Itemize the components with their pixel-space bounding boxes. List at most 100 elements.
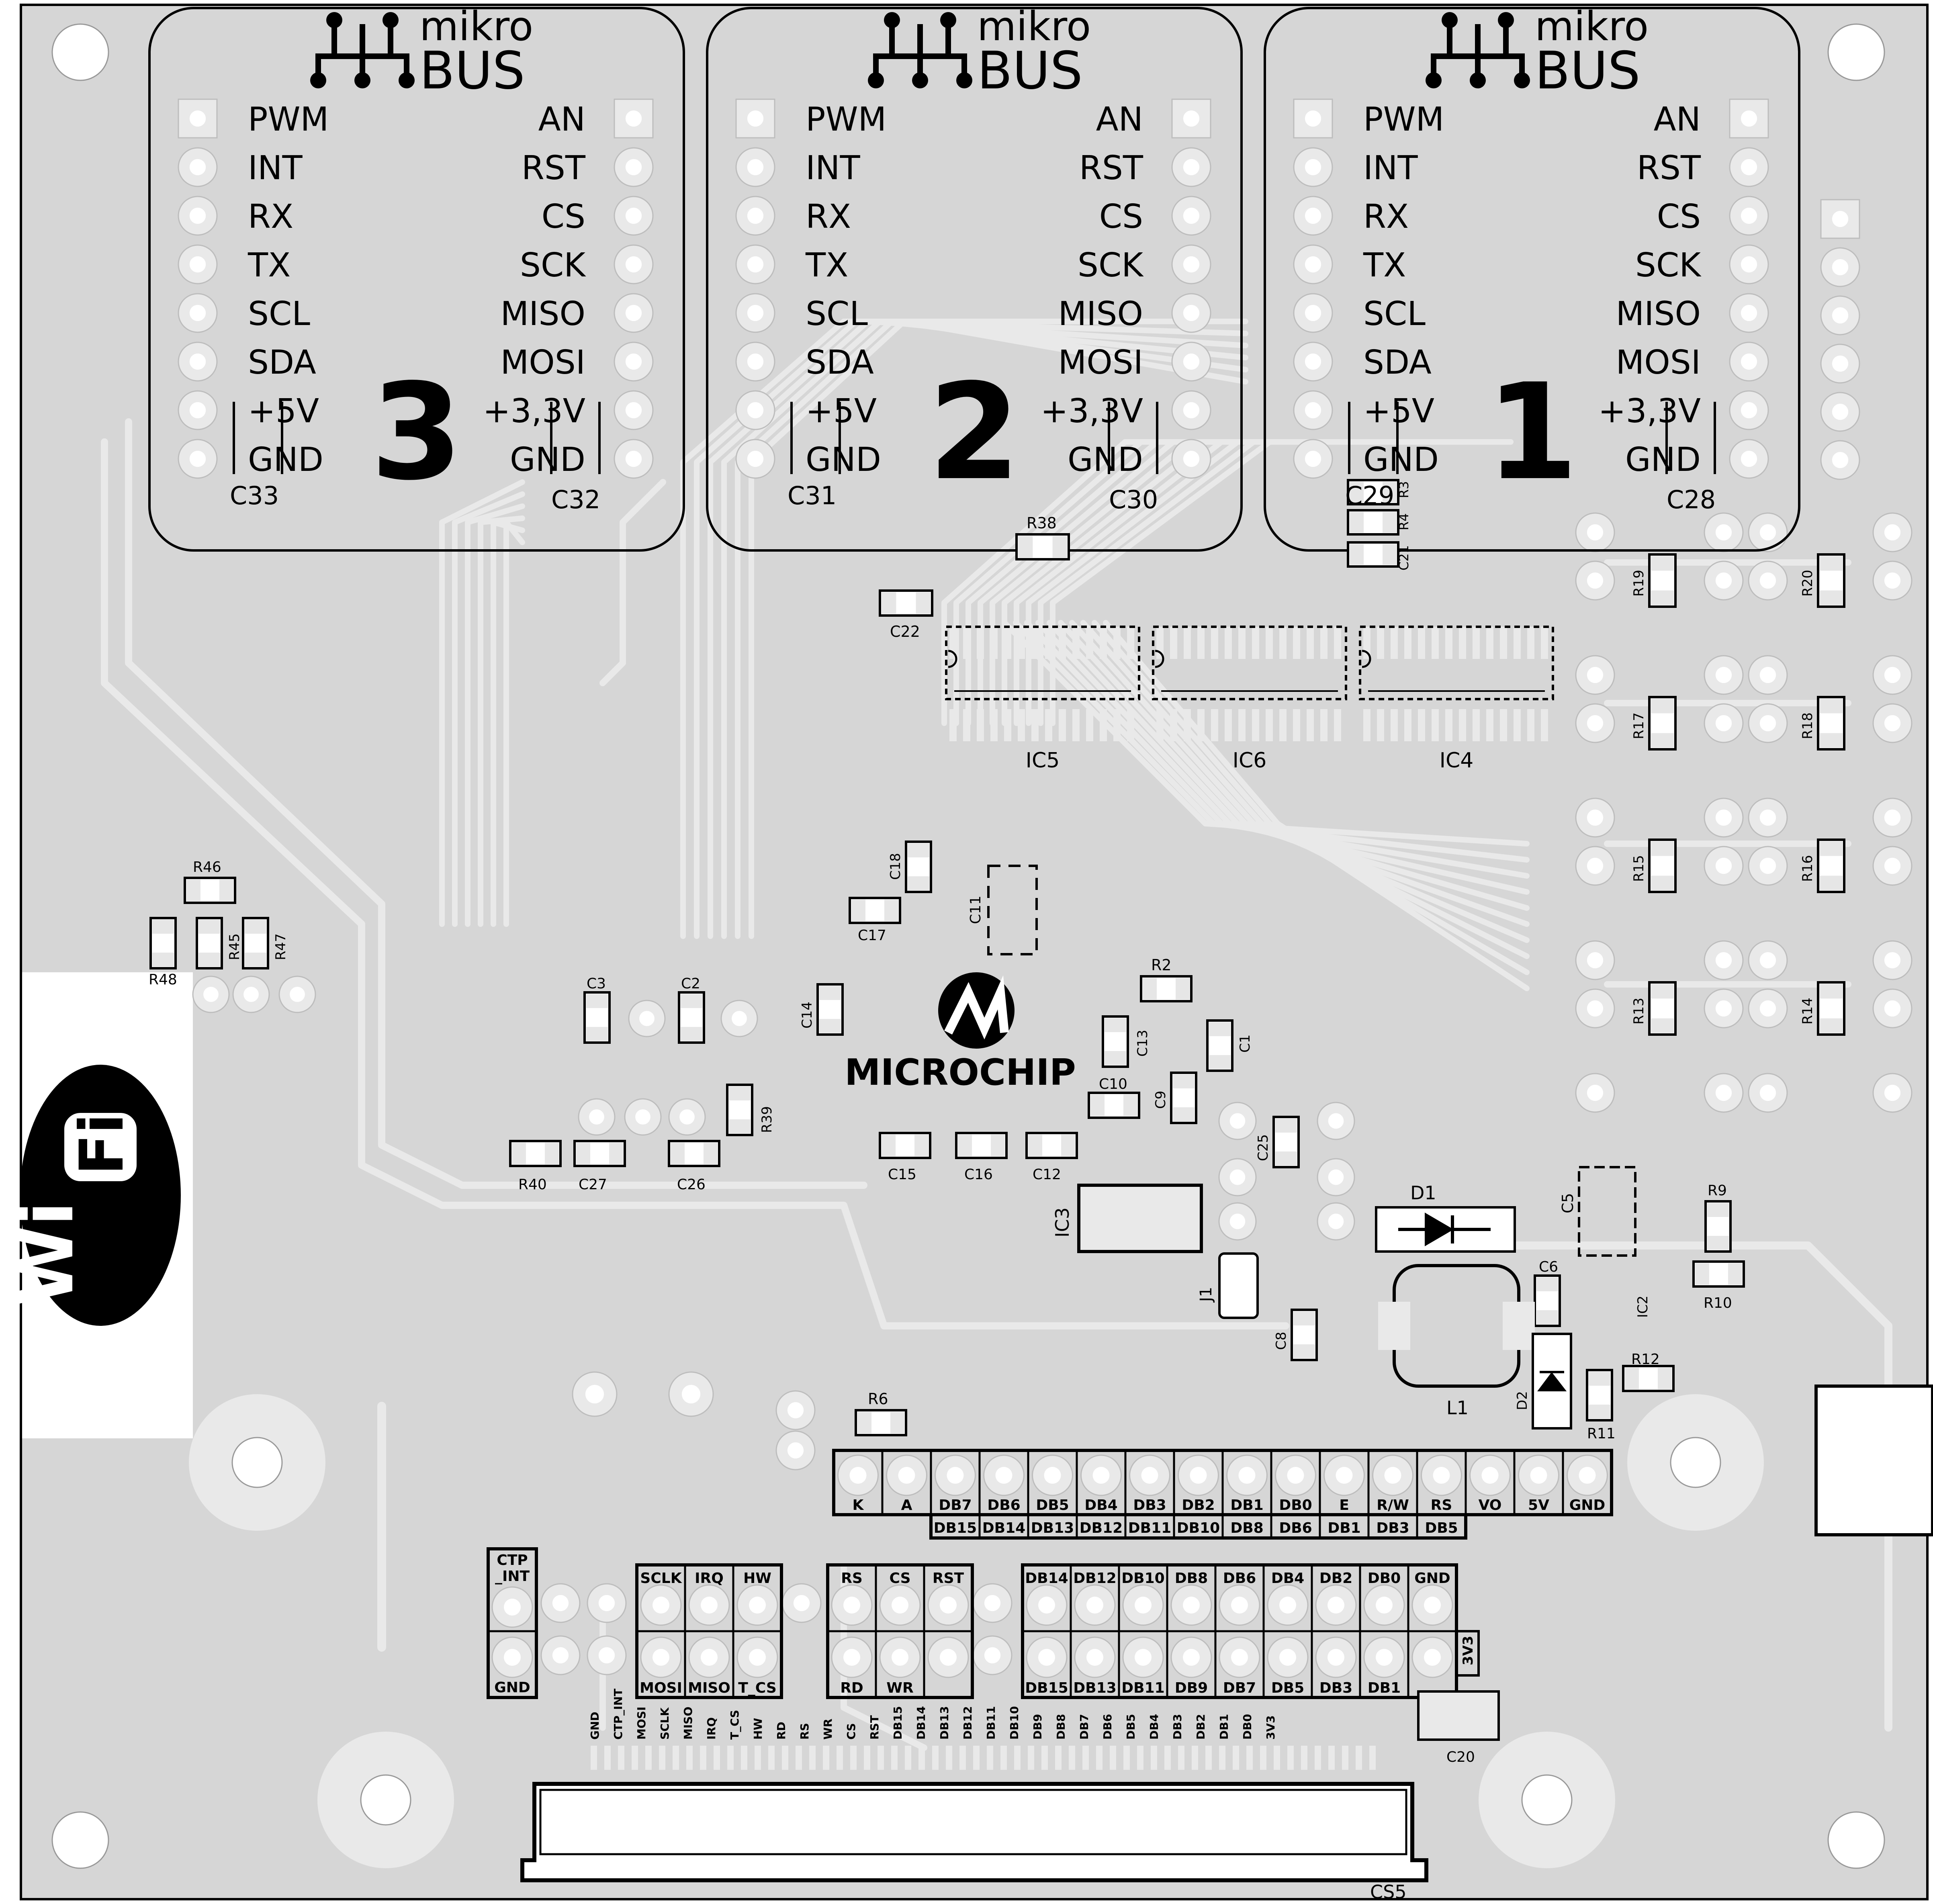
tft-data-block-label: DB6 — [1223, 1570, 1256, 1587]
ic-pin — [1018, 627, 1025, 659]
pad-hole — [701, 1597, 718, 1614]
ic-pin — [1211, 627, 1218, 659]
designator-c20: C20 — [1446, 1749, 1475, 1765]
mikrobus-pin-label: +3,3V — [1041, 392, 1143, 430]
fpc-pin — [864, 1746, 870, 1770]
designator-r48: R48 — [149, 971, 177, 988]
ic-pin — [1225, 627, 1232, 659]
mikrobus-pin-label: PWM — [248, 100, 329, 139]
fpc-pin — [1164, 1746, 1171, 1770]
smd-pad — [1173, 1074, 1195, 1088]
lcd-alt-label: DB12 — [1080, 1520, 1123, 1536]
mikrobus-pin-label: GND — [806, 441, 881, 479]
mikrobus-pin-label: GND — [1363, 441, 1439, 479]
corner-hole — [51, 1811, 109, 1869]
designator-r20: R20 — [1800, 570, 1816, 597]
mikrobus-pin-label: CS — [1657, 198, 1701, 236]
mikrobus-tree-icon — [1514, 72, 1530, 88]
mikrobus-pin-label: +5V — [806, 392, 877, 430]
pad-hole — [243, 987, 259, 1002]
tft-data-block-label: DB3 — [1319, 1680, 1352, 1696]
smd-pad — [681, 1027, 702, 1041]
mikrobus-pin-label: AN — [1654, 100, 1701, 139]
smd-pad — [1350, 482, 1364, 503]
mikrobus-brand-top: mikro — [977, 3, 1091, 50]
designator-r47: R47 — [273, 933, 289, 960]
mikrobus-socket-3-outline — [148, 7, 685, 552]
pad-hole — [1741, 305, 1757, 321]
fpc-pin — [1041, 1746, 1048, 1770]
pad-hole — [625, 256, 642, 273]
wifi-logo-text: Wi — [6, 1201, 90, 1306]
ic-pin — [1486, 627, 1493, 659]
mikrobus-tree-icon — [1426, 72, 1442, 88]
mikrobus-pin-label: SCK — [1635, 246, 1702, 284]
fpc-pin — [1369, 1746, 1376, 1770]
pad-hole — [1183, 450, 1200, 467]
smd-pad — [1209, 1022, 1231, 1036]
ic-pin — [1418, 627, 1425, 659]
pad-hole — [290, 987, 305, 1002]
mikrobus-tree-icon — [1498, 12, 1514, 28]
trace — [101, 438, 1289, 1329]
designator-c26: C26 — [677, 1176, 706, 1193]
trace — [694, 319, 1248, 939]
tft-data-block-label: DB14 — [1025, 1570, 1068, 1587]
fpc-pin — [645, 1746, 652, 1770]
tft-spi-block-label: MOSI — [640, 1680, 682, 1696]
pad-hole — [1305, 159, 1321, 176]
smd-pad — [1651, 875, 1674, 890]
ic-pin — [990, 627, 998, 659]
pad-hole — [1305, 110, 1321, 127]
mikrobus-brand-bottom: BUS — [1535, 41, 1640, 101]
ic-pin — [1320, 627, 1328, 659]
mikrobus-pin-label: MOSI — [1616, 344, 1701, 382]
designator-cap: C32 — [551, 485, 600, 514]
pad-hole — [1587, 857, 1604, 874]
smd-pad — [576, 1143, 590, 1164]
designator-c16: C16 — [964, 1166, 993, 1183]
mikrobus-tree-icon — [873, 24, 967, 76]
smd-pad — [1350, 512, 1364, 533]
fpc-pin — [604, 1746, 611, 1770]
mounting-hole — [1670, 1437, 1721, 1488]
smd-pad — [1651, 556, 1674, 571]
pad-hole — [1832, 355, 1849, 372]
ic-label: IC6 — [1233, 749, 1267, 773]
tft-spi-block-label: SCLK — [640, 1570, 682, 1587]
designator-r10: R10 — [1704, 1295, 1732, 1311]
ic-pin — [1184, 627, 1191, 659]
ic-pin — [1059, 627, 1066, 659]
designator-r4: R4 — [1396, 513, 1411, 530]
tft-ctl-block-label: RS — [841, 1570, 863, 1587]
trace — [125, 418, 867, 1189]
ic-pin — [1086, 709, 1093, 741]
fpc-pin-label: MOSI — [635, 1707, 648, 1740]
fpc-pin — [700, 1746, 706, 1770]
fpc-pin — [1301, 1746, 1307, 1770]
ic-ic3 — [1077, 1184, 1203, 1253]
pad-hole — [1231, 1597, 1248, 1614]
ic-pin — [1445, 627, 1452, 659]
ic-pin — [1127, 627, 1134, 659]
pad-hole — [1044, 1467, 1061, 1484]
pad-hole — [598, 1647, 615, 1664]
pad-hole — [1135, 1597, 1152, 1614]
designator-r19: R19 — [1631, 570, 1647, 597]
copper-traces — [101, 319, 1892, 1751]
fpc-pin — [714, 1746, 720, 1770]
fpc-pin — [809, 1746, 816, 1770]
lcd-pin-label: RS — [1431, 1497, 1452, 1513]
tft-spi-block-label: T_CS — [738, 1680, 777, 1696]
mikrobus-pin-label: TX — [1363, 246, 1406, 284]
designator-c12: C12 — [1033, 1166, 1061, 1183]
designator-j1: J1 — [1197, 1287, 1215, 1303]
tft-data-block-label: DB7 — [1223, 1680, 1256, 1696]
mikrobus-pin-label: RX — [1363, 198, 1409, 236]
tft-data-block-label: DB4 — [1271, 1570, 1304, 1587]
pad-hole — [1141, 1467, 1158, 1484]
pad-hole — [1741, 353, 1757, 370]
smd-pad — [1728, 1263, 1742, 1285]
designator-ic3: IC3 — [1051, 1207, 1073, 1237]
ic-pin — [1072, 709, 1080, 741]
